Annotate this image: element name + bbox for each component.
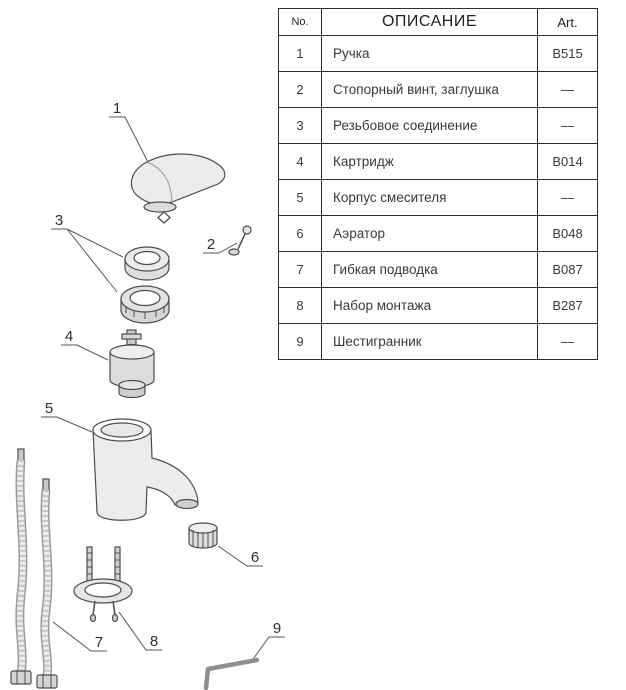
cell-no: 7 <box>278 251 322 288</box>
cell-description: Аэратор <box>321 215 538 252</box>
table-row: 4 Картридж B014 <box>278 143 598 180</box>
callout-8: 8 <box>150 633 158 650</box>
leader-lines <box>41 116 285 663</box>
table-row: 7 Гибкая подводка B087 <box>278 251 598 288</box>
part-stop-screw-plug <box>228 225 252 256</box>
header-description: ОПИСАНИЕ <box>321 8 538 36</box>
cell-no: 1 <box>278 35 322 72</box>
table-row: 9 Шестигранник — <box>278 323 598 360</box>
cell-description: Ручка <box>321 35 538 72</box>
part-cartridge <box>109 329 155 399</box>
table-row: 8 Набор монтажа B287 <box>278 287 598 324</box>
cell-no: 4 <box>278 143 322 180</box>
table-row: 1 Ручка B515 <box>278 35 598 72</box>
part-mixer-body <box>92 418 199 521</box>
cell-description: Шестигранник <box>321 323 538 360</box>
hose-nut <box>36 674 58 689</box>
cell-art: B287 <box>537 287 598 324</box>
part-handle <box>130 153 226 224</box>
parts-table-container: No. ОПИСАНИЕ Art. 1 Ручка B515 2 Стопорн… <box>278 8 598 360</box>
header-no: No. <box>278 8 322 36</box>
cell-description: Картридж <box>321 143 538 180</box>
cell-description: Резьбовое соединение <box>321 107 538 144</box>
cell-no: 3 <box>278 107 322 144</box>
cell-description: Стопорный винт, заглушка <box>321 71 538 108</box>
callout-7: 7 <box>95 634 103 651</box>
cell-no: 9 <box>278 323 322 360</box>
cell-art: B087 <box>537 251 598 288</box>
cell-art: B515 <box>537 35 598 72</box>
cell-art: — <box>537 323 598 360</box>
cell-no: 8 <box>278 287 322 324</box>
cell-no: 2 <box>278 71 322 108</box>
table-row: 6 Аэратор B048 <box>278 215 598 252</box>
table-row: 3 Резьбовое соединение — <box>278 107 598 144</box>
table-row: 2 Стопорный винт, заглушка — <box>278 71 598 108</box>
cell-art: — <box>537 179 598 216</box>
parts-table: No. ОПИСАНИЕ Art. 1 Ручка B515 2 Стопорн… <box>278 8 598 360</box>
cell-art: B048 <box>537 215 598 252</box>
cell-no: 6 <box>278 215 322 252</box>
table-header-row: No. ОПИСАНИЕ Art. <box>278 8 598 36</box>
table-row: 5 Корпус смесителя — <box>278 179 598 216</box>
cell-description: Гибкая подводка <box>321 251 538 288</box>
callout-2: 2 <box>207 236 215 253</box>
hose-nut <box>10 670 32 685</box>
part-hex-key <box>203 657 260 690</box>
callout-6: 6 <box>251 549 259 566</box>
callout-3: 3 <box>55 212 63 229</box>
cell-description: Набор монтажа <box>321 287 538 324</box>
part-threaded-connection <box>120 246 170 324</box>
callout-5: 5 <box>45 400 53 417</box>
cell-no: 5 <box>278 179 322 216</box>
callout-4: 4 <box>65 328 73 345</box>
callout-numbers: 1 2 3 4 5 6 7 8 9 <box>45 100 281 651</box>
part-mounting-set <box>73 546 133 623</box>
cell-description: Корпус смесителя <box>321 179 538 216</box>
part-aerator <box>188 522 218 549</box>
part-flexible-hoses <box>10 448 58 689</box>
callout-9: 9 <box>273 620 281 637</box>
header-art: Art. <box>537 8 598 36</box>
cell-art: B014 <box>537 143 598 180</box>
cell-art: — <box>537 107 598 144</box>
callout-1: 1 <box>113 100 121 117</box>
cell-art: — <box>537 71 598 108</box>
